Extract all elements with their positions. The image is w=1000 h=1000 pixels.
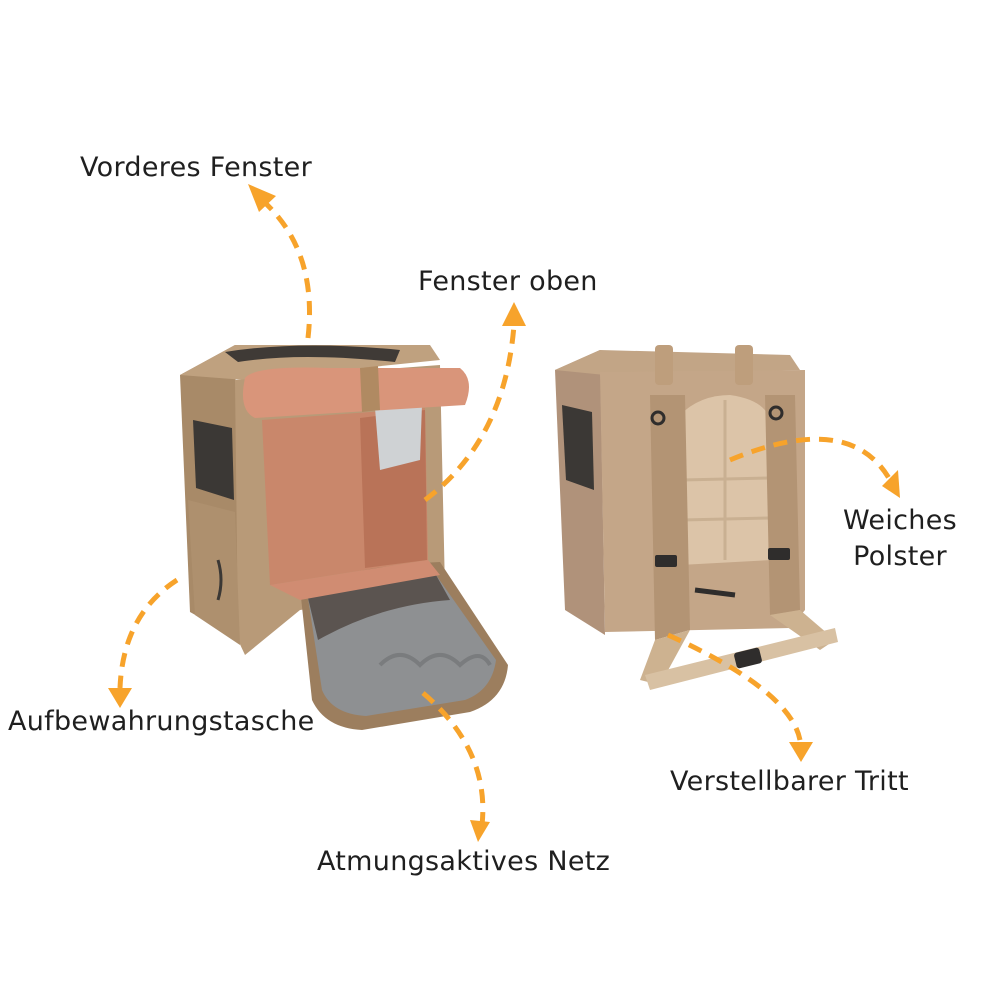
label-soft-padding-line2: Polster bbox=[853, 541, 947, 572]
front-open-bag-image bbox=[180, 345, 508, 730]
arrow-breathable-mesh bbox=[421, 691, 490, 842]
label-front-window: Vorderes Fenster bbox=[80, 152, 312, 183]
arrow-soft-padding bbox=[729, 436, 900, 498]
label-soft-padding: Weiches Polster bbox=[830, 503, 970, 575]
back-bag-image bbox=[555, 345, 838, 690]
arrow-adjustable-step bbox=[666, 632, 813, 762]
arrow-front-window bbox=[248, 184, 313, 339]
label-adjustable-step: Verstellbarer Tritt bbox=[670, 766, 909, 797]
label-top-window: Fenster oben bbox=[418, 266, 598, 297]
arrow-top-window bbox=[423, 302, 526, 502]
label-breathable-mesh: Atmungsaktives Netz bbox=[317, 846, 611, 877]
label-storage-pocket: Aufbewahrungstasche bbox=[8, 706, 315, 737]
arrow-storage-pocket bbox=[108, 577, 179, 708]
label-soft-padding-line1: Weiches bbox=[843, 505, 957, 536]
